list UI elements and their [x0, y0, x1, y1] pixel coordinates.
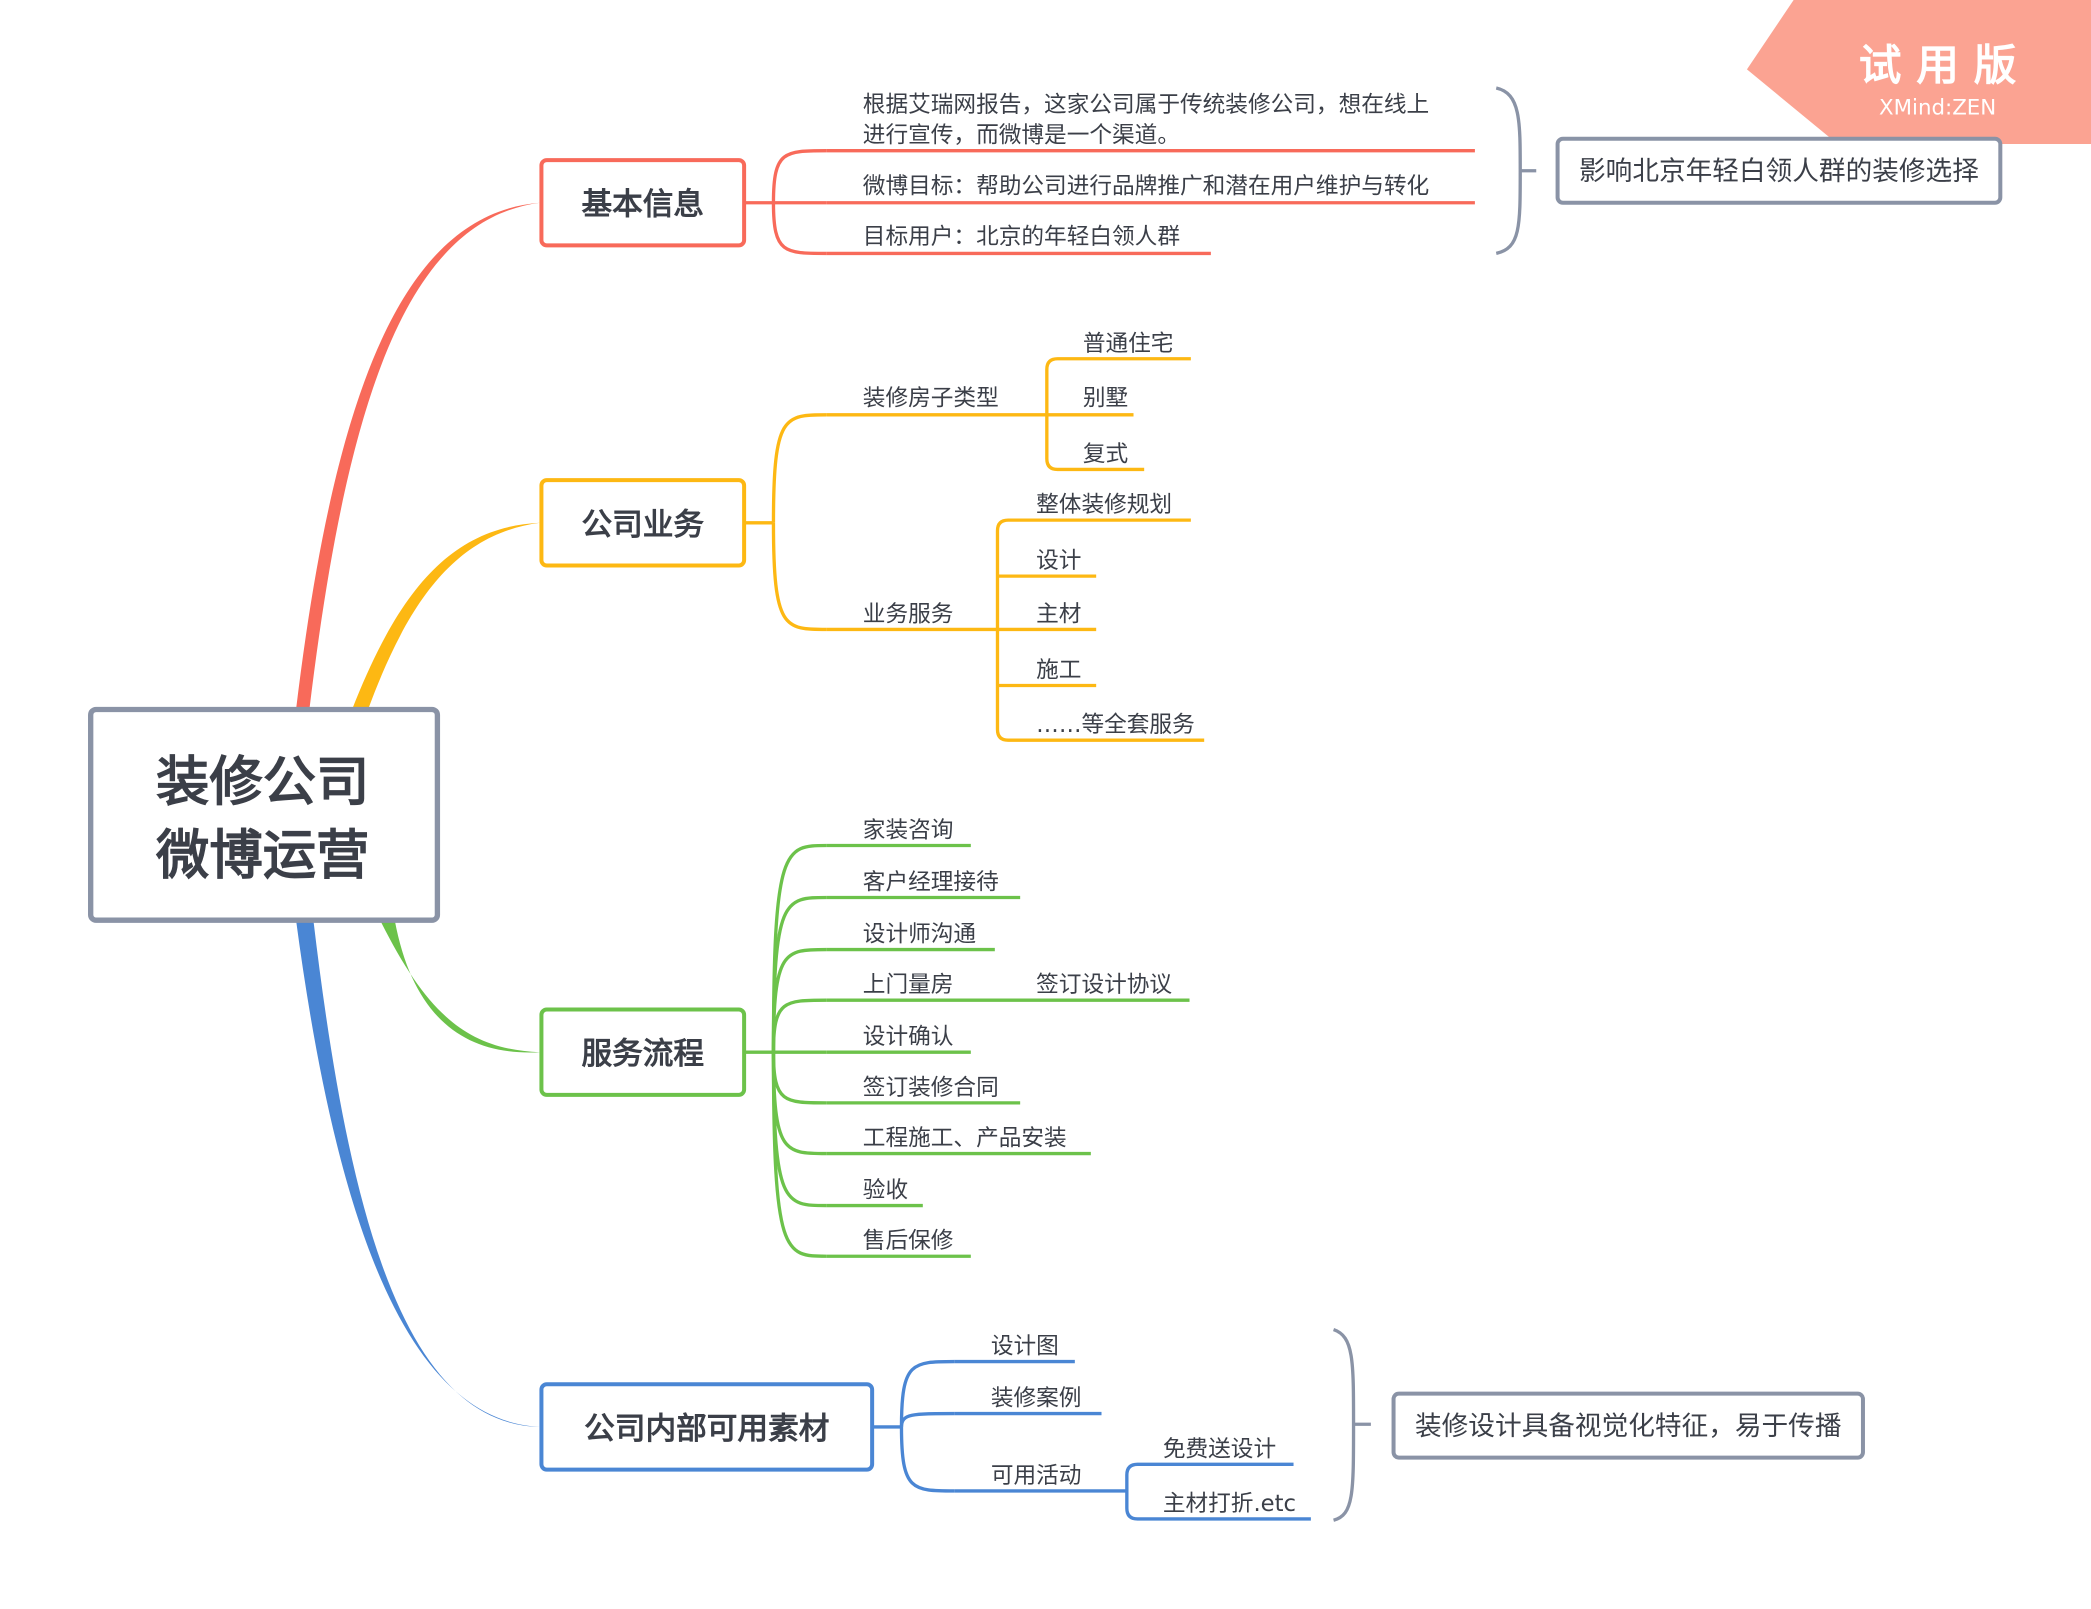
- connector: [771, 947, 827, 1053]
- central-line-2: 微博运营: [155, 824, 369, 887]
- process-step: 签订装修合同: [863, 1075, 999, 1101]
- connector: [899, 1359, 955, 1427]
- process-step: 设计师沟通: [863, 922, 976, 948]
- connector-line: [995, 518, 1205, 742]
- connector-line: [826, 413, 1047, 632]
- connector: [771, 202, 827, 256]
- connector: [899, 1426, 955, 1493]
- process-step: 客户经理接待: [863, 870, 999, 896]
- process-step: 售后保修: [863, 1228, 954, 1254]
- topic-materials[interactable]: 公司内部可用素材: [539, 1382, 875, 1472]
- connector: [771, 895, 827, 1053]
- material-item: 装修案例: [991, 1386, 1082, 1412]
- topic-business[interactable]: 公司业务: [539, 478, 747, 568]
- connector: [771, 998, 827, 1053]
- summary-materials[interactable]: 装修设计具备视觉化特征，易于传播: [1391, 1391, 1865, 1460]
- summary-brace: [1495, 86, 1537, 256]
- basic-info-goal: 微博目标：帮助公司进行品牌推广和潜在用户维护与转化: [863, 173, 1429, 199]
- process-step: 工程施工、产品安装: [863, 1126, 1067, 1152]
- connector-line: [1057, 357, 1191, 472]
- topic-label: 基本信息: [581, 187, 704, 223]
- topic-basic-info[interactable]: 基本信息: [539, 158, 747, 248]
- process-step: 上门量房: [863, 972, 954, 998]
- house-type-item: 复式: [1083, 441, 1128, 467]
- connector-line: [88, 706, 441, 923]
- watermark-label: 试 用 版: [1859, 41, 2017, 91]
- process-sub-step: 签订设计协议: [1036, 972, 1172, 998]
- connector-line: [1391, 1391, 1865, 1460]
- connector: [771, 1052, 827, 1258]
- branch-line-business: [352, 522, 541, 710]
- service-item: 设计: [1036, 548, 1081, 574]
- summary-brace: [1332, 1328, 1371, 1522]
- house-type-item: 别墅: [1083, 385, 1128, 411]
- basic-info-target-users: 目标用户：北京的年轻白领人群: [863, 224, 1180, 250]
- connector-line: [1555, 136, 2003, 205]
- topic-label: 服务流程: [581, 1037, 704, 1072]
- connector-line: [954, 1359, 1127, 1493]
- services: 业务服务: [863, 601, 954, 627]
- service-item: ……等全套服务: [1036, 712, 1195, 738]
- summary-label: 装修设计具备视觉化特征，易于传播: [1415, 1411, 1842, 1442]
- basic-info-note-line2: 进行宣传，而微博是一个渠道。: [863, 123, 1180, 149]
- process-step: 家装咨询: [863, 818, 954, 844]
- service-item: 整体装修规划: [1036, 492, 1172, 518]
- connector: [771, 149, 827, 203]
- material-item: 设计图: [991, 1334, 1059, 1360]
- central-topic[interactable]: 装修公司 微博运营: [88, 706, 441, 923]
- activity-item: 主材打折.etc: [1163, 1491, 1296, 1517]
- central-line-1: 装修公司: [156, 750, 369, 813]
- process-step: 验收: [863, 1178, 908, 1204]
- process-step: 设计确认: [863, 1024, 954, 1050]
- branch-line-process: [380, 920, 541, 1053]
- connector: [771, 1052, 827, 1105]
- connector: [771, 522, 827, 632]
- watermark-product: XMind:ZEN: [1879, 96, 1996, 121]
- connector-line: [1746, 0, 2091, 145]
- service-item: 施工: [1036, 657, 1081, 683]
- house-types: 装修房子类型: [863, 385, 999, 411]
- connector-line: [1045, 357, 1134, 472]
- material-item: 可用活动: [991, 1463, 1082, 1489]
- topic-process[interactable]: 服务流程: [539, 1007, 747, 1097]
- connector: [771, 413, 827, 523]
- topic-label: 公司内部可用素材: [584, 1412, 829, 1447]
- service-item: 主材: [1036, 601, 1081, 627]
- basic-info-note-line1: 根据艾瑞网报告，这家公司属于传统装修公司，想在线上: [863, 92, 1429, 118]
- connector-line: [826, 149, 1475, 256]
- house-type-item: 普通住宅: [1083, 331, 1174, 357]
- activity-item: 免费送设计: [1163, 1436, 1276, 1462]
- connector: [899, 1411, 955, 1428]
- branch-line-materials: [296, 920, 541, 1427]
- branch-line-basic: [296, 202, 541, 710]
- connector-line: [1125, 1462, 1311, 1521]
- summary-label: 影响北京年轻白领人群的装修选择: [1579, 156, 1979, 187]
- summary-basic-info[interactable]: 影响北京年轻白领人群的装修选择: [1555, 136, 2003, 205]
- trial-watermark: 试 用 版 XMind:ZEN: [1746, 0, 2091, 145]
- topic-label: 公司业务: [581, 508, 704, 543]
- connector: [771, 1052, 827, 1208]
